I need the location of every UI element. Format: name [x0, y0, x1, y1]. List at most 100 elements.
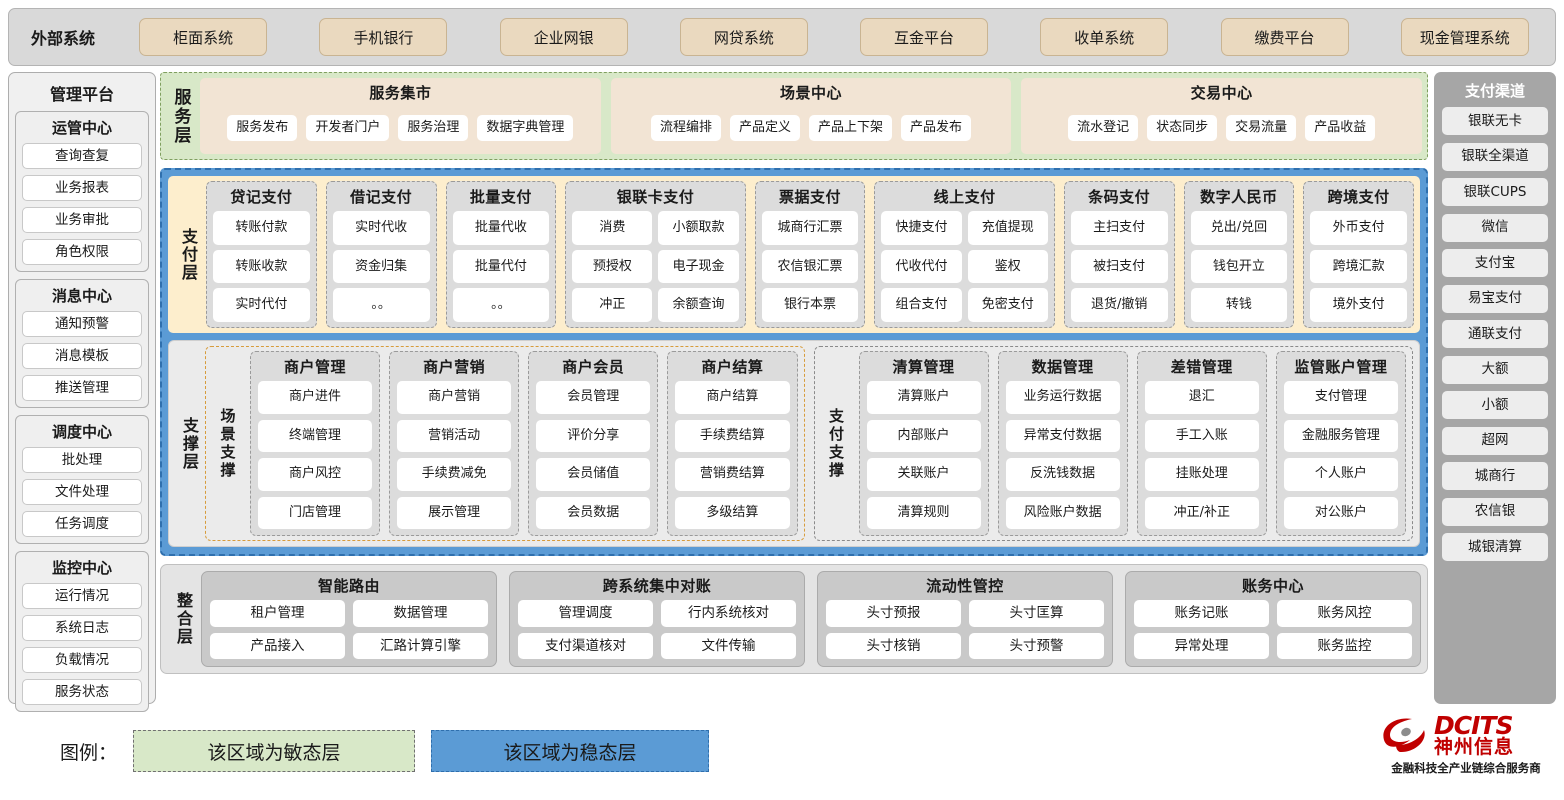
payment-channel-item[interactable]: 易宝支付: [1442, 284, 1548, 313]
service-item[interactable]: 流程编排: [650, 114, 721, 141]
payment-item[interactable]: 冲正: [572, 288, 653, 323]
payment-item[interactable]: 钱包开立: [1190, 249, 1288, 284]
payment-channel-item[interactable]: 银联全渠道: [1442, 142, 1548, 171]
support-item[interactable]: 清算规则: [866, 496, 981, 529]
payment-channel-item[interactable]: 城银清算: [1442, 533, 1548, 561]
payment-item[interactable]: 跨境汇款: [1310, 249, 1408, 284]
external-system-item[interactable]: 互金平台: [860, 18, 989, 56]
external-system-item[interactable]: 网贷系统: [679, 18, 808, 56]
integration-item[interactable]: 头寸预警: [969, 632, 1104, 659]
external-system-item[interactable]: 现金管理系统: [1400, 18, 1529, 56]
management-menu-item[interactable]: 系统日志: [22, 615, 142, 641]
integration-item[interactable]: 头寸预报: [826, 600, 961, 627]
support-item[interactable]: 支付管理: [1283, 381, 1398, 414]
payment-item[interactable]: 实时代收: [332, 211, 430, 245]
payment-item[interactable]: 消费: [572, 211, 653, 245]
payment-item[interactable]: 。。: [452, 288, 550, 323]
support-item[interactable]: 商户结算: [675, 381, 790, 414]
support-item[interactable]: 内部账户: [866, 419, 981, 452]
management-menu-item[interactable]: 批处理: [22, 447, 142, 473]
support-item[interactable]: 营销费结算: [675, 458, 790, 491]
external-system-item[interactable]: 缴费平台: [1220, 18, 1349, 56]
integration-item[interactable]: 账务记账: [1134, 600, 1269, 627]
support-item[interactable]: 反洗钱数据: [1005, 458, 1120, 491]
payment-item[interactable]: 主扫支付: [1070, 211, 1168, 245]
management-menu-item[interactable]: 业务报表: [22, 175, 142, 201]
management-menu-item[interactable]: 负载情况: [22, 647, 142, 673]
payment-item[interactable]: 充值提现: [967, 211, 1048, 245]
management-menu-item[interactable]: 运行情况: [22, 583, 142, 609]
support-item[interactable]: 营销活动: [397, 419, 512, 452]
service-item[interactable]: 服务治理: [398, 114, 469, 141]
integration-item[interactable]: 账务风控: [1277, 600, 1412, 627]
integration-item[interactable]: 支付渠道核对: [518, 632, 653, 659]
payment-channel-item[interactable]: 支付宝: [1442, 249, 1548, 277]
support-item[interactable]: 门店管理: [258, 496, 373, 529]
support-item[interactable]: 冲正/补正: [1144, 496, 1259, 529]
management-menu-item[interactable]: 查询查复: [22, 143, 142, 169]
service-item[interactable]: 产品定义: [729, 114, 800, 141]
payment-item[interactable]: 银行本票: [761, 288, 859, 323]
support-item[interactable]: 商户风控: [258, 458, 373, 491]
payment-item[interactable]: 转账付款: [213, 211, 310, 245]
service-item[interactable]: 状态同步: [1147, 114, 1218, 141]
support-item[interactable]: 商户进件: [258, 381, 373, 414]
support-item[interactable]: 评价分享: [536, 419, 651, 452]
support-item[interactable]: 会员管理: [536, 381, 651, 414]
management-menu-item[interactable]: 文件处理: [22, 479, 142, 505]
integration-item[interactable]: 账务监控: [1277, 632, 1412, 659]
payment-channel-item[interactable]: 通联支付: [1442, 320, 1548, 348]
payment-channel-item[interactable]: 微信: [1442, 213, 1548, 242]
payment-channel-item[interactable]: 大额: [1442, 355, 1548, 384]
payment-item[interactable]: 。。: [332, 288, 430, 323]
management-menu-item[interactable]: 推送管理: [22, 375, 142, 401]
payment-item[interactable]: 批量代付: [452, 249, 550, 284]
integration-item[interactable]: 文件传输: [661, 632, 796, 659]
support-item[interactable]: 关联账户: [866, 458, 981, 491]
integration-item[interactable]: 行内系统核对: [661, 600, 796, 627]
support-item[interactable]: 退汇: [1144, 381, 1259, 414]
payment-item[interactable]: 余额查询: [658, 288, 739, 323]
integration-item[interactable]: 产品接入: [210, 632, 345, 659]
external-system-item[interactable]: 收单系统: [1040, 18, 1169, 56]
support-item[interactable]: 手续费减免: [397, 458, 512, 491]
payment-item[interactable]: 兑出/兑回: [1190, 211, 1288, 245]
service-item[interactable]: 流水登记: [1068, 114, 1139, 141]
service-item[interactable]: 产品收益: [1305, 114, 1376, 141]
payment-item[interactable]: 快捷支付: [881, 211, 962, 245]
integration-item[interactable]: 汇路计算引擎: [353, 632, 488, 659]
payment-item[interactable]: 外币支付: [1310, 211, 1408, 245]
integration-item[interactable]: 头寸核销: [826, 632, 961, 659]
support-item[interactable]: 清算账户: [866, 381, 981, 414]
external-system-item[interactable]: 企业网银: [499, 18, 628, 56]
payment-item[interactable]: 被扫支付: [1070, 249, 1168, 284]
support-item[interactable]: 业务运行数据: [1005, 381, 1120, 414]
payment-channel-item[interactable]: 超网: [1442, 426, 1548, 455]
payment-item[interactable]: 农信银汇票: [761, 249, 859, 284]
payment-item[interactable]: 鉴权: [967, 249, 1048, 284]
support-item[interactable]: 商户营销: [397, 381, 512, 414]
management-menu-item[interactable]: 消息模板: [22, 343, 142, 369]
integration-item[interactable]: 管理调度: [518, 600, 653, 627]
service-item[interactable]: 开发者门户: [306, 114, 390, 141]
integration-item[interactable]: 租户管理: [210, 600, 345, 627]
payment-item[interactable]: 组合支付: [881, 288, 962, 323]
payment-channel-item[interactable]: 城商行: [1442, 462, 1548, 490]
management-menu-item[interactable]: 业务审批: [22, 207, 142, 233]
management-menu-item[interactable]: 任务调度: [22, 511, 142, 537]
payment-item[interactable]: 资金归集: [332, 249, 430, 284]
payment-item[interactable]: 代收代付: [881, 249, 962, 284]
payment-item[interactable]: 免密支付: [967, 288, 1048, 323]
payment-item[interactable]: 批量代收: [452, 211, 550, 245]
service-item[interactable]: 产品上下架: [809, 114, 893, 141]
service-item[interactable]: 产品发布: [901, 114, 972, 141]
payment-channel-item[interactable]: 农信银: [1442, 497, 1548, 526]
service-item[interactable]: 数据字典管理: [477, 114, 574, 141]
support-item[interactable]: 多级结算: [675, 496, 790, 529]
support-item[interactable]: 异常支付数据: [1005, 419, 1120, 452]
support-item[interactable]: 终端管理: [258, 419, 373, 452]
payment-item[interactable]: 实时代付: [213, 288, 310, 323]
management-menu-item[interactable]: 服务状态: [22, 679, 142, 705]
support-item[interactable]: 会员数据: [536, 496, 651, 529]
payment-channel-item[interactable]: 银联无卡: [1442, 107, 1548, 135]
